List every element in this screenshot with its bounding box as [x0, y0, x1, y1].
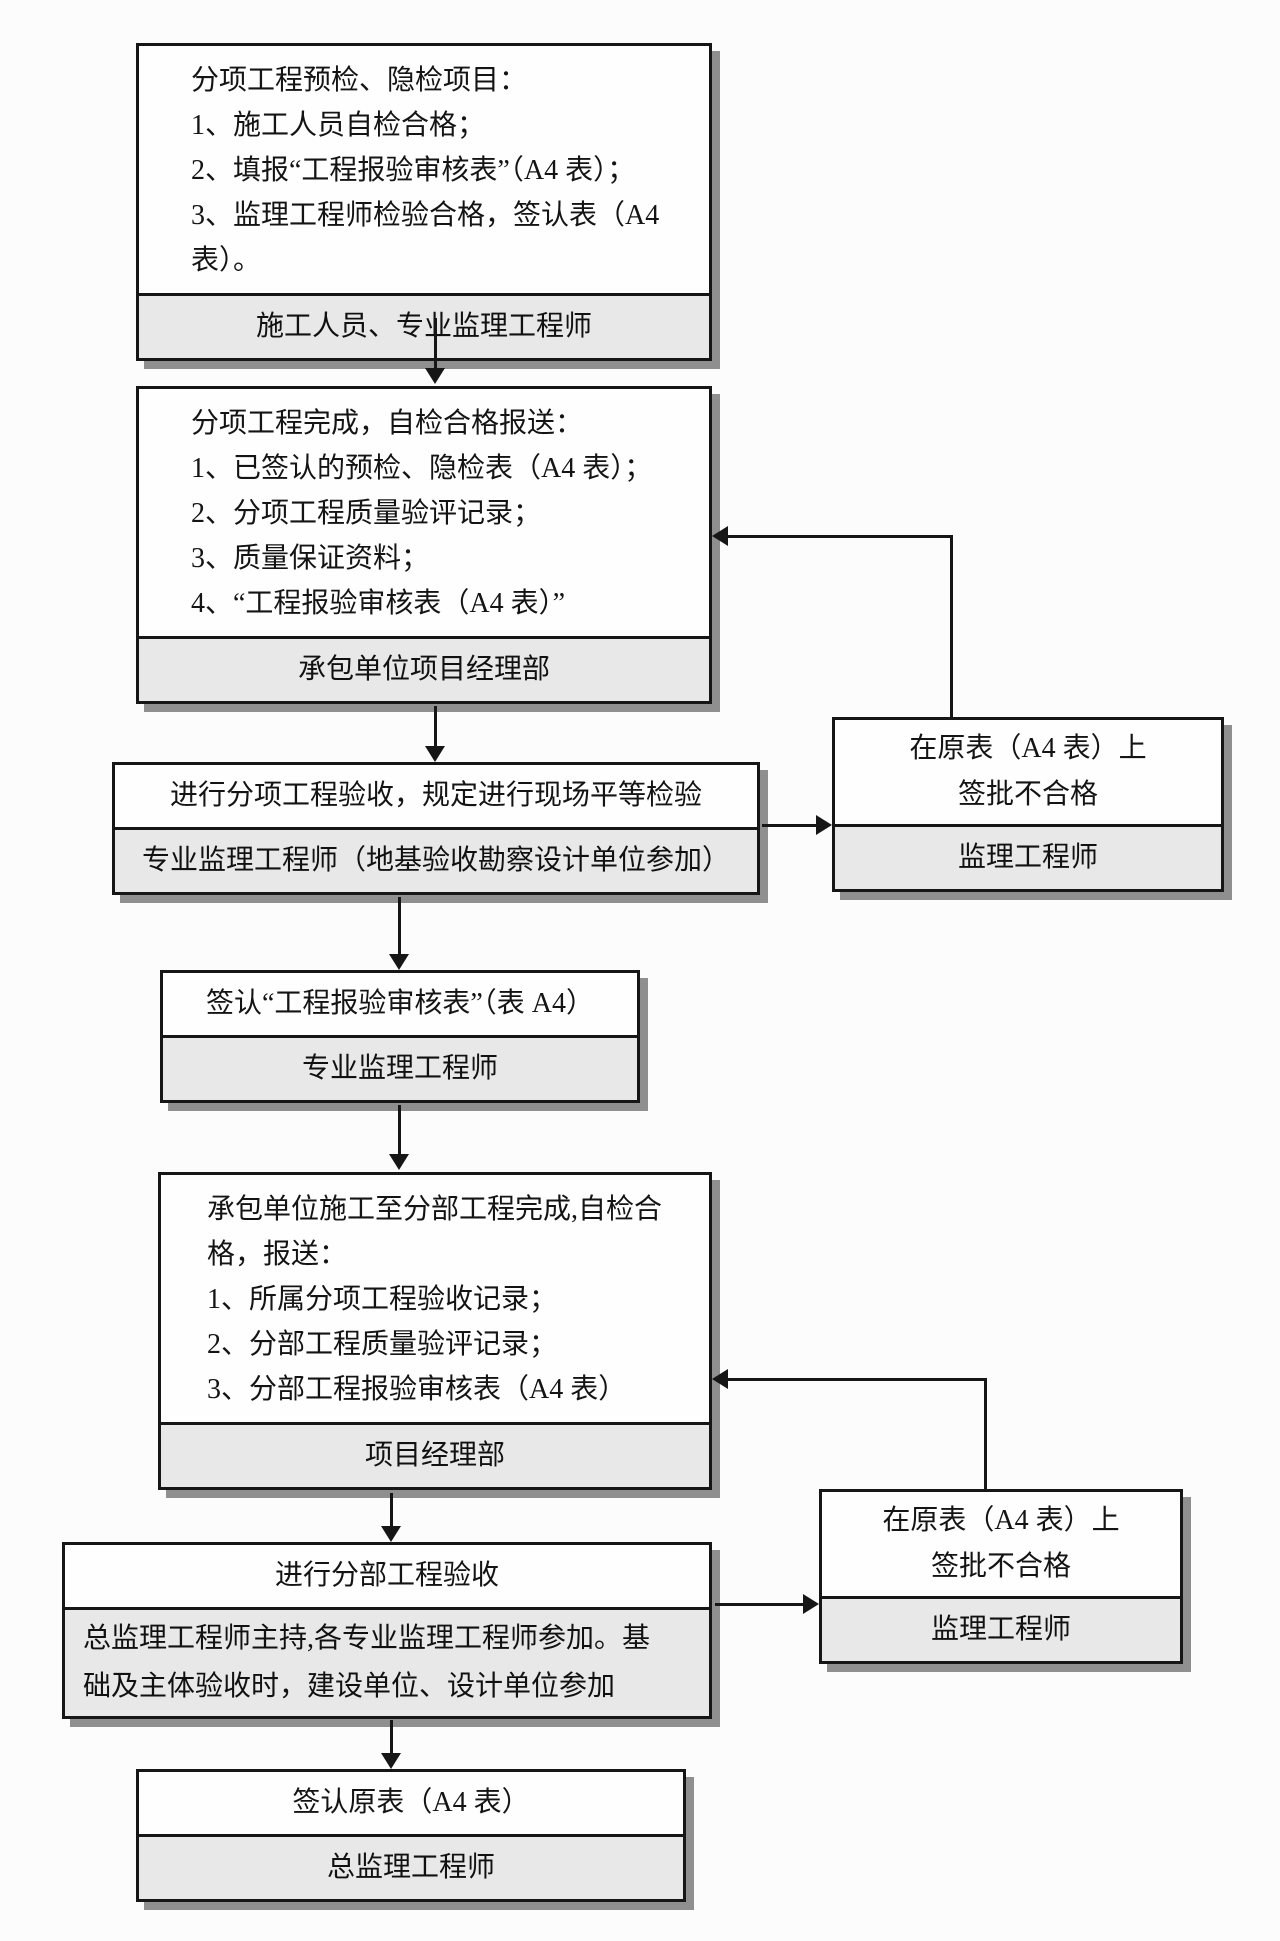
node-reject-subpart: 在原表（A4 表）上 签批不合格 监理工程师	[819, 1489, 1183, 1664]
node-line: 进行分项工程验收，规定进行现场平等检验	[169, 780, 702, 811]
node-line: 进行分部工程验收	[274, 1560, 499, 1591]
node-line: 签认“工程报验审核表”（表 A4）	[205, 988, 595, 1019]
connector-8-arrowhead-down	[381, 1753, 401, 1769]
node-subpart-acceptance-body: 进行分部工程验收	[65, 1545, 709, 1607]
feedback-1-arrowhead-left	[712, 526, 728, 546]
node-line: 分项工程预检、隐检项目：	[191, 65, 528, 96]
node-pre-check-body: 分项工程预检、隐检项目： 1、施工人员自检合格； 2、填报“工程报验审核表”（A…	[139, 46, 709, 293]
node-subitem-acceptance-body: 进行分项工程验收，规定进行现场平等检验	[115, 765, 757, 827]
connector-5-line	[398, 1105, 401, 1156]
node-sign-a4-body: 签认“工程报验审核表”（表 A4）	[163, 973, 637, 1035]
node-line: 签认原表（A4 表）	[292, 1787, 530, 1818]
connector-1-arrowhead-down	[425, 368, 445, 384]
node-subitem-submit-body: 分项工程完成，自检合格报送： 1、已签认的预检、隐检表（A4 表）； 2、分项工…	[139, 389, 709, 636]
node-line: 3、监理工程师检验合格，签认表（A4 表）。	[191, 200, 660, 276]
node-subitem-acceptance: 进行分项工程验收，规定进行现场平等检验 专业监理工程师（地基验收勘察设计单位参加…	[112, 762, 760, 895]
connector-4-line	[398, 897, 401, 956]
role-bar: 专业监理工程师	[163, 1035, 637, 1100]
node-line: 格，报送：	[207, 1239, 348, 1270]
role-bar: 承包单位项目经理部	[139, 636, 709, 701]
feedback-2-arrowhead-left	[712, 1369, 728, 1389]
connector-1-line	[434, 318, 437, 370]
node-line: 承包单位施工至分部工程完成,自检合	[207, 1194, 663, 1225]
node-line: 分项工程完成，自检合格报送：	[191, 408, 584, 439]
feedback-1-hline	[726, 535, 953, 538]
role-bar: 总监理工程师	[139, 1834, 683, 1899]
node-subpart-acceptance: 进行分部工程验收 总监理工程师主持,各专业监理工程师参加。基 础及主体验收时，建…	[62, 1542, 712, 1719]
node-line: 4、“工程报验审核表（A4 表）”	[191, 588, 566, 619]
node-line: 在原表（A4 表）上	[882, 1505, 1120, 1536]
connector-7-line	[715, 1603, 805, 1606]
feedback-2-hline	[726, 1378, 987, 1381]
role-line: 总监理工程师主持,各专业监理工程师参加。基	[83, 1623, 651, 1654]
node-line: 2、分部工程质量验评记录；	[207, 1329, 558, 1360]
role-bar: 监理工程师	[822, 1596, 1180, 1661]
node-line: 1、已签认的预检、隐检表（A4 表）；	[191, 453, 653, 484]
feedback-2-vline	[984, 1378, 987, 1489]
node-subpart-submit: 承包单位施工至分部工程完成,自检合 格，报送： 1、所属分项工程验收记录； 2、…	[158, 1172, 712, 1490]
connector-3-line	[762, 824, 818, 827]
node-reject-subpart-body: 在原表（A4 表）上 签批不合格	[822, 1492, 1180, 1596]
node-line: 1、所属分项工程验收记录；	[207, 1284, 558, 1315]
node-pre-check: 分项工程预检、隐检项目： 1、施工人员自检合格； 2、填报“工程报验审核表”（A…	[136, 43, 712, 361]
node-reject-subitem-body: 在原表（A4 表）上 签批不合格	[835, 720, 1221, 824]
feedback-1-vline	[950, 535, 953, 717]
node-line: 2、分项工程质量验评记录；	[191, 498, 542, 529]
connector-2-arrowhead-down	[425, 746, 445, 762]
node-line: 签批不合格	[930, 1551, 1071, 1582]
node-subpart-submit-body: 承包单位施工至分部工程完成,自检合 格，报送： 1、所属分项工程验收记录； 2、…	[161, 1175, 709, 1422]
node-line: 在原表（A4 表）上	[909, 733, 1147, 764]
node-line: 1、施工人员自检合格；	[191, 110, 486, 141]
role-bar: 施工人员、专业监理工程师	[139, 293, 709, 358]
role-bar: 总监理工程师主持,各专业监理工程师参加。基 础及主体验收时，建设单位、设计单位参…	[65, 1607, 709, 1716]
connector-6-arrowhead-down	[381, 1526, 401, 1542]
connector-3-arrowhead-right	[816, 815, 832, 835]
role-line: 础及主体验收时，建设单位、设计单位参加	[83, 1671, 616, 1702]
node-line: 签批不合格	[957, 779, 1098, 810]
node-reject-subitem: 在原表（A4 表）上 签批不合格 监理工程师	[832, 717, 1224, 892]
node-sign-original: 签认原表（A4 表） 总监理工程师	[136, 1769, 686, 1902]
node-line: 3、分部工程报验审核表（A4 表）	[207, 1374, 627, 1405]
connector-8-line	[390, 1720, 393, 1755]
node-sign-a4: 签认“工程报验审核表”（表 A4） 专业监理工程师	[160, 970, 640, 1103]
node-line: 3、质量保证资料；	[191, 543, 430, 574]
node-sign-original-body: 签认原表（A4 表）	[139, 1772, 683, 1834]
connector-7-arrowhead-right	[803, 1594, 819, 1614]
node-line: 2、填报“工程报验审核表”（A4 表）；	[191, 155, 636, 186]
node-subitem-submit: 分项工程完成，自检合格报送： 1、已签认的预检、隐检表（A4 表）； 2、分项工…	[136, 386, 712, 704]
connector-4-arrowhead-down	[389, 954, 409, 970]
role-bar: 项目经理部	[161, 1422, 709, 1487]
connector-2-line	[434, 706, 437, 748]
role-bar: 专业监理工程师（地基验收勘察设计单位参加）	[115, 827, 757, 892]
connector-5-arrowhead-down	[389, 1154, 409, 1170]
role-bar: 监理工程师	[835, 824, 1221, 889]
connector-6-line	[390, 1493, 393, 1528]
